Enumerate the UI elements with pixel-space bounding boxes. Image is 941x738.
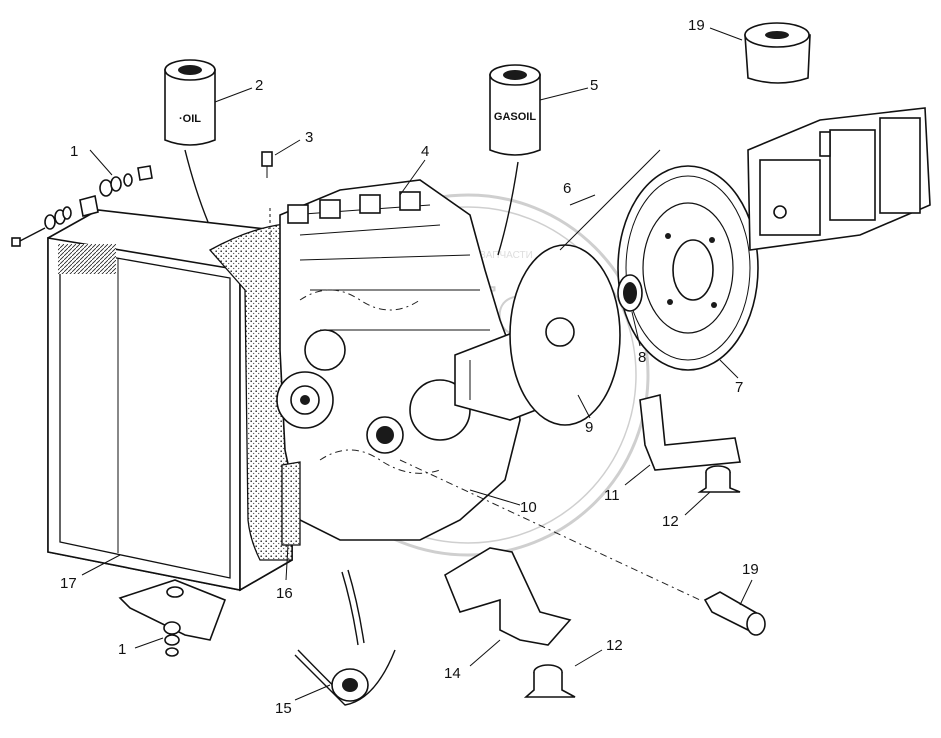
- hydraulic-pump-assembly: [747, 107, 931, 251]
- label-4: 4: [421, 143, 429, 160]
- engine-block: [269, 179, 521, 546]
- label-17: 17: [60, 575, 77, 592]
- label-15: 15: [275, 700, 292, 717]
- fuel-filter-label: GASOIL: [494, 111, 536, 123]
- oil-filter-label: ·OIL: [179, 113, 201, 125]
- label-10: 10: [520, 499, 537, 516]
- fan-belt: [294, 569, 396, 706]
- bracket-right: [639, 393, 741, 471]
- label-14: 14: [444, 665, 461, 682]
- rubber-mount-right: [697, 465, 741, 493]
- label-5: 5: [590, 77, 598, 94]
- bracket-bottom: [444, 547, 572, 646]
- fuel-filter: GASOIL: [489, 64, 541, 256]
- callout-labels: 1 2 3 4 5 6 7 8 9 10 11 12 12 14 15 16 1…: [60, 17, 759, 717]
- coupling-gear: [617, 274, 643, 312]
- label-11: 11: [604, 487, 620, 504]
- label-12-right: 12: [662, 513, 679, 530]
- label-7: 7: [735, 379, 743, 396]
- label-8: 8: [638, 349, 646, 366]
- fastener-set-top: [11, 165, 153, 247]
- label-1-top: 1: [70, 143, 78, 160]
- flywheel: [617, 165, 759, 371]
- label-19-sensor: 19: [742, 561, 759, 578]
- rubber-mount-bottom: [523, 664, 576, 698]
- label-19-top: 19: [688, 17, 705, 34]
- label-12-bottom: 12: [606, 637, 623, 654]
- label-2: 2: [255, 77, 263, 94]
- label-16: 16: [276, 585, 293, 602]
- pressure-sensor: [703, 591, 766, 636]
- oil-filter: ·OIL: [164, 59, 216, 223]
- label-9: 9: [585, 419, 593, 436]
- adapter-plate: [509, 149, 661, 426]
- label-3: 3: [305, 129, 313, 146]
- leader-lines: [81, 27, 753, 701]
- label-1-bottom: 1: [118, 641, 126, 658]
- fastener-set-bottom: [118, 579, 227, 657]
- filler-cap: [744, 22, 811, 84]
- radiator: [47, 209, 293, 592]
- label-6: 6: [563, 180, 571, 197]
- fitting: [261, 151, 273, 178]
